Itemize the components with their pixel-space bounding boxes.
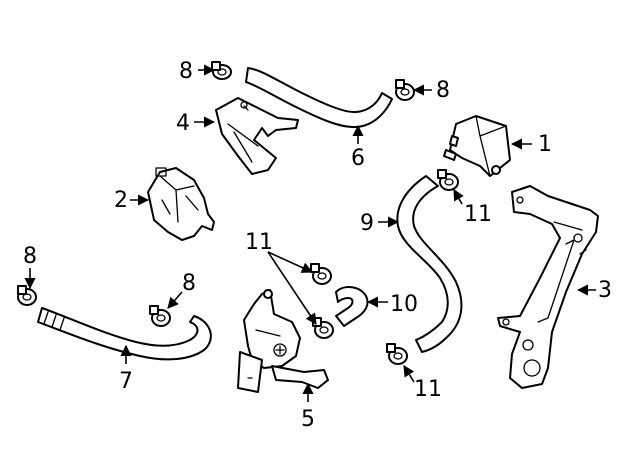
- clamp-part-11-right: [437, 169, 459, 191]
- hose-part-6: [245, 67, 393, 129]
- hose-part-10: [335, 286, 369, 327]
- clamp-part-8-left: [17, 285, 37, 306]
- callout-3: 3: [598, 278, 612, 303]
- clamp-part-8-top-left: [211, 61, 232, 80]
- pump-part-2: [147, 167, 215, 241]
- callout-8a: 8: [179, 59, 193, 84]
- leader-11c: [403, 365, 415, 383]
- hose-part-9: [396, 175, 463, 353]
- callout-10: 10: [390, 292, 418, 317]
- leader-11a: [453, 189, 464, 205]
- leader-lines: [24, 64, 596, 402]
- clamp-part-11-center-upper: [310, 263, 332, 285]
- callout-5: 5: [301, 407, 315, 432]
- leader-11b-upper: [267, 251, 314, 273]
- clamp-part-11-bottom: [386, 343, 408, 365]
- leader-11b-lower: [267, 251, 317, 325]
- callout-11b: 11: [245, 230, 273, 255]
- callout-2: 2: [114, 188, 128, 213]
- callout-8c: 8: [23, 244, 37, 269]
- callout-1: 1: [538, 132, 552, 157]
- callout-6: 6: [351, 146, 365, 171]
- callout-7: 7: [119, 369, 133, 394]
- clamp-part-11-center-lower: [312, 317, 334, 339]
- callout-8b: 8: [436, 78, 450, 103]
- callout-11c: 11: [414, 377, 442, 402]
- callout-labels: 1 2 3 4 5 6 7 8 8 8 8 9 10 11 11 11: [23, 59, 612, 432]
- callout-11a: 11: [464, 202, 492, 227]
- callout-8d: 8: [182, 271, 196, 296]
- clamp-part-8-middle: [149, 305, 171, 327]
- valve-part-1: [443, 115, 511, 177]
- hose-part-7: [37, 307, 212, 361]
- leader-8d: [167, 291, 183, 309]
- bracket-part-4: [215, 97, 299, 175]
- callout-9: 9: [360, 211, 374, 236]
- callout-4: 4: [176, 111, 190, 136]
- valve-assembly-part-5: [237, 289, 329, 393]
- clamp-part-8-top-right: [395, 79, 415, 101]
- bracket-part-3: [497, 185, 599, 389]
